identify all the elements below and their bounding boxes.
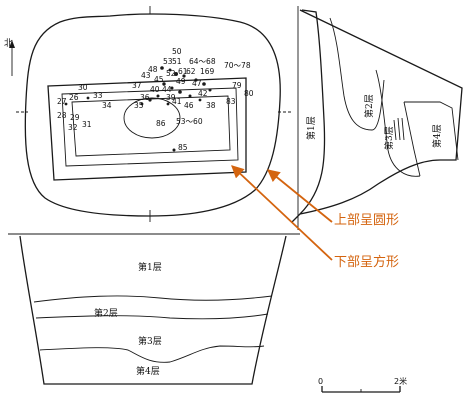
bottom-label-layer1: 第1层 [138,261,162,273]
plan-number: 35 [134,101,144,110]
upper-round-outline [24,13,281,217]
bottom-layer-3-bottom [39,345,265,363]
scale-start-label: 0 [318,377,323,386]
plan-number: 85 [178,143,188,152]
plan-number: 45 [154,75,164,84]
bottom-layer-2-bottom [35,313,269,320]
plan-number: 43 [141,71,151,80]
plan-number: 48 [148,65,158,74]
scale-bar: 0 2米 [318,376,407,393]
side-label-layer1: 第1层 [305,116,317,140]
plan-number: 61 [178,67,188,76]
plan-number: 34 [102,101,112,110]
artifact-dots [64,66,212,152]
north-arrow: 北 [4,38,15,76]
plan-number: 32 [68,123,78,132]
plan-number: 70～78 [224,61,251,70]
plan-number: 42 [198,89,208,98]
plan-number: 44 [162,85,172,94]
plan-number: 33 [93,91,103,100]
plan-number: 79 [232,81,242,90]
side-section-outer-wall [291,9,326,223]
plan-number-labels: 50 53 48 51 64～68 70～78 43 45 52 61 62 1… [57,47,254,152]
plan-number: 53～60 [176,117,203,126]
bottom-layer-2-top [33,295,273,303]
plan-number: 62 [186,67,196,76]
plan-number: 50 [172,47,182,56]
plan-number: 51 [172,57,182,66]
bottom-section: 第1层 第2层 第3层 第4层 [8,233,300,385]
north-label: 北 [4,38,13,49]
plan-number: 36 [140,93,150,102]
side-section-bottom-slope [299,9,463,215]
side-label-layer3: 第3层 [383,126,395,150]
plan-number: 40 [150,85,160,94]
plan-number: 27 [57,97,67,106]
central-oval [123,97,181,139]
plan-number: 37 [132,81,142,90]
bottom-section-outline [19,235,287,385]
callout-arrow-upper [267,169,333,223]
plan-number: 39 [166,93,176,102]
plan-number: 30 [78,83,88,92]
side-label-layer2: 第2层 [363,94,375,118]
bottom-label-layer3: 第3层 [138,335,162,347]
plan-number: 46 [184,101,194,110]
side-layer-3-hatch [393,117,405,141]
plan-number: 38 [206,101,216,110]
plan-number: 28 [57,111,67,120]
plan-number: 47 [192,79,202,88]
side-layer-4-box [403,101,459,177]
bottom-label-layer2: 第2层 [94,307,118,319]
side-layer-3-boundary [375,69,421,177]
plan-number: 83 [226,97,236,106]
plan-number: 31 [82,120,92,129]
plan-number: 169 [200,67,215,76]
callouts: 上部呈圆形 下部呈方形 [231,165,399,270]
callout-upper-text: 上部呈圆形 [334,213,399,228]
lower-square-outline [47,77,247,181]
plan-number: 49 [176,77,186,86]
callout-arrow-lower [231,165,333,261]
plan-view: 北 50 53 [4,6,292,222]
plan-number: 53 [163,57,173,66]
callout-lower-text: 下部呈方形 [334,254,399,270]
plan-number: 26 [69,93,79,102]
side-section: 第1层 第2层 第3层 第4层 [291,6,463,230]
plan-number: 80 [244,89,254,98]
inner-step-2 [71,95,231,157]
plan-number: 86 [156,119,166,128]
plan-number: 64～68 [189,57,216,66]
inner-step-1 [61,87,239,167]
plan-number: 41 [172,97,182,106]
plan-number: 29 [70,113,80,122]
side-layer-2-boundary [329,17,385,131]
scale-end-label: 2米 [394,376,407,386]
plan-number: 52 [166,69,176,78]
bottom-label-layer4: 第4层 [136,365,160,377]
side-label-layer4: 第4层 [431,124,443,148]
